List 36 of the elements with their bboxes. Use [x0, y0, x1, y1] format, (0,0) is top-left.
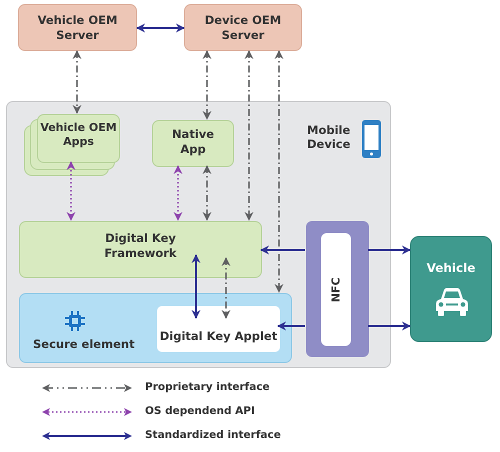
node-label: Digital Key Framework [103, 231, 178, 260]
connector-arrow [274, 50, 284, 293]
connector-arrow [222, 257, 230, 319]
legend-label: Proprietary interface [145, 381, 270, 393]
connector-arrow [368, 322, 411, 330]
node-label: Vehicle [426, 261, 476, 276]
connector-arrow [66, 161, 76, 221]
connector-arrow [72, 50, 82, 114]
connector-arrow [244, 50, 254, 221]
connector-arrow [260, 246, 305, 254]
node-label: Vehicle OEM Server [36, 13, 118, 42]
vehicle-box [410, 236, 492, 342]
legend-label: Standardized interface [145, 429, 281, 441]
node-label: Secure element [33, 337, 135, 352]
nfc-panel [306, 221, 369, 357]
connector-arrow [136, 24, 185, 32]
node-label: Vehicle OEM Apps [39, 120, 118, 148]
server-box [18, 4, 137, 51]
node-label: Device OEM Server [204, 13, 282, 42]
applet-box [157, 306, 280, 352]
app-box [152, 120, 234, 167]
connector-arrow [192, 254, 200, 319]
device-panel [6, 101, 391, 368]
node-label: Digital Key Applet [160, 328, 278, 344]
connector-arrow [277, 322, 305, 330]
connector-arrow [174, 165, 182, 221]
server-box [184, 4, 302, 51]
secure-element-box [19, 293, 292, 363]
node-label: NFC [329, 277, 343, 302]
node-label: Native App [170, 127, 216, 156]
connector-arrow [202, 165, 212, 221]
connector-arrow [368, 246, 411, 254]
framework-box [19, 221, 262, 278]
node-label: Mobile Device [307, 123, 352, 152]
connector-arrow [202, 50, 212, 120]
legend-label: OS dependend API [145, 405, 255, 417]
